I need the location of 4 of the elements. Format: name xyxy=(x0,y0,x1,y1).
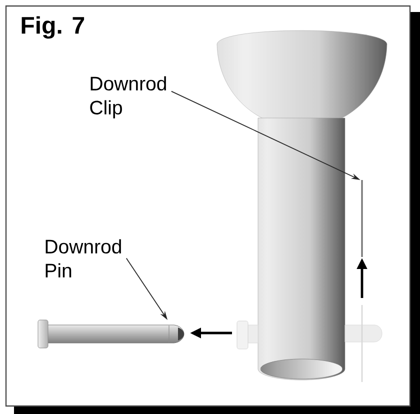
part-label: Downrod Clip xyxy=(90,76,166,118)
pin xyxy=(38,320,184,348)
figure-title: Fig. 7 xyxy=(22,16,84,39)
part-label: Downrod Pin xyxy=(46,239,121,278)
